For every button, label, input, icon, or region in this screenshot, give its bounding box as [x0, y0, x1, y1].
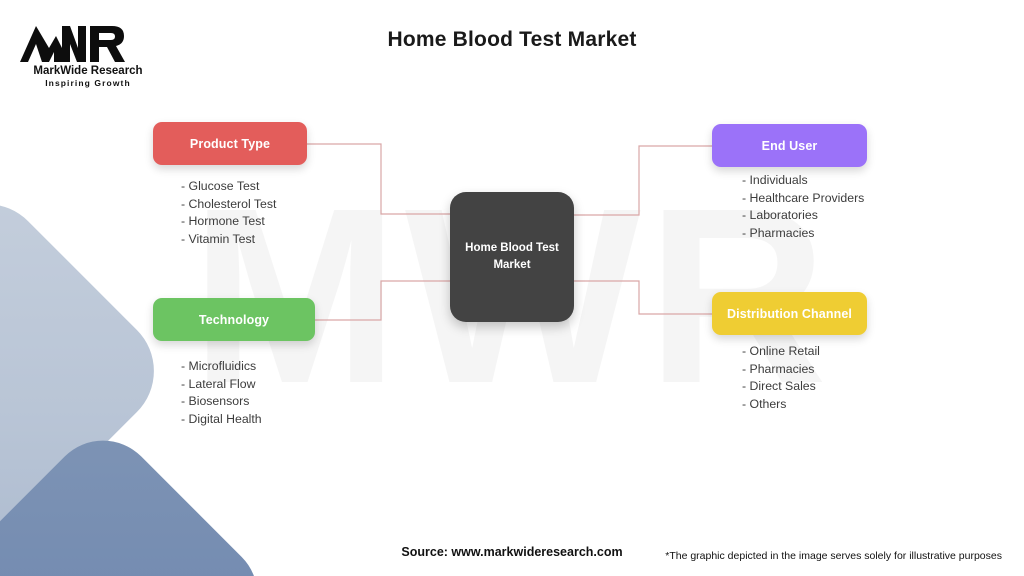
list-item: - Digital Health [181, 411, 262, 426]
list-item: - Healthcare Providers [742, 190, 865, 205]
list-item: - Individuals [742, 173, 808, 187]
page-title: Home Blood Test Market [387, 28, 637, 51]
connector-end-user [572, 145, 712, 216]
connector-distribution-channel [572, 280, 712, 315]
center-node-label: Home Blood Test Market [465, 242, 559, 271]
list-item: - Online Retail [742, 344, 820, 358]
logo-mark-icon [20, 26, 125, 62]
branch-items-end-user: - Individuals - Healthcare Providers - L… [742, 172, 864, 242]
list-item: - Laboratories [742, 208, 818, 223]
center-node[interactable]: Home Blood Test Market [450, 192, 574, 322]
list-item: - Lateral Flow [181, 376, 256, 391]
branch-node-technology[interactable]: Technology [153, 298, 315, 341]
branch-items-distribution-channel: - Online Retail - Pharmacies - Direct Sa… [742, 343, 820, 413]
branch-label-distribution-channel: Distribution Channel [727, 306, 852, 321]
connector-technology [315, 280, 452, 321]
list-item: - Biosensors [181, 394, 250, 409]
list-item: - Microfluidics [181, 359, 257, 373]
list-item: - Cholesterol Test [181, 196, 277, 211]
list-item: - Pharmacies [742, 225, 815, 240]
branch-label-technology: Technology [198, 312, 270, 327]
branch-label-product-type: Product Type [189, 136, 271, 151]
branch-items-product-type: - Glucose Test - Cholesterol Test - Horm… [181, 178, 276, 248]
brand-logo: MarkWide Research Inspiring Growth [18, 22, 158, 88]
list-item: - Direct Sales [742, 379, 816, 394]
logo-company-name: MarkWide Research [33, 65, 143, 77]
connector-product-type [307, 143, 452, 215]
branch-node-end-user[interactable]: End User [712, 124, 867, 167]
source-label: Source: www.markwideresearch.com [401, 545, 623, 559]
disclaimer-label: *The graphic depicted in the image serve… [665, 550, 1002, 562]
branch-label-end-user: End User [761, 138, 818, 153]
list-item: - Pharmacies [742, 361, 815, 376]
list-item: - Others [742, 396, 787, 411]
list-item: - Hormone Test [181, 214, 265, 229]
branch-node-distribution-channel[interactable]: Distribution Channel [712, 292, 867, 335]
list-item: - Glucose Test [181, 179, 260, 193]
branch-node-product-type[interactable]: Product Type [153, 122, 307, 165]
branch-items-technology: - Microfluidics - Lateral Flow - Biosens… [181, 358, 262, 428]
logo-tagline: Inspiring Growth [45, 78, 131, 88]
list-item: - Vitamin Test [181, 231, 256, 246]
